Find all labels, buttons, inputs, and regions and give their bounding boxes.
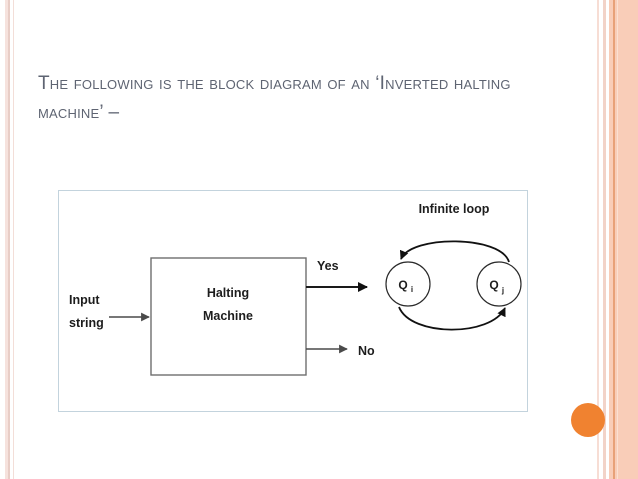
right-edge-stripe-thin-1 <box>597 0 599 479</box>
loop-arrow-bottom <box>398 306 506 331</box>
right-edge-line-light <box>617 0 618 479</box>
loop-arrow-top <box>399 240 510 263</box>
state-qj-label: Q <box>489 278 498 292</box>
block-diagram: Halting Machine Input string Yes No Q i … <box>69 202 522 376</box>
state-qi-label: Q <box>398 278 407 292</box>
halting-machine-box <box>150 257 307 376</box>
block-diagram-container: Halting Machine Input string Yes No Q i … <box>58 190 528 412</box>
slide-title: The following is the block diagram of an… <box>38 73 511 123</box>
right-edge-line-dark <box>613 0 615 479</box>
left-edge-stripe-outer <box>5 0 8 479</box>
state-circle-qi <box>385 261 431 307</box>
state-circle-qj <box>476 261 522 307</box>
right-edge-stripe-thin-2 <box>603 0 606 479</box>
input-string-label-line2: string <box>69 316 104 330</box>
left-edge-stripe-inner <box>8 0 10 479</box>
state-qi-subscript: i <box>411 285 413 294</box>
left-edge-stripe-thin <box>13 0 14 479</box>
halting-machine-label-line1: Halting <box>207 286 249 300</box>
no-label: No <box>358 344 375 358</box>
yes-label: Yes <box>317 259 339 273</box>
infinite-loop-label: Infinite loop <box>419 202 490 216</box>
halting-machine-label-line2: Machine <box>203 309 253 323</box>
state-qj-subscript: j <box>501 286 504 295</box>
input-string-label-line1: Input <box>69 293 100 307</box>
orange-accent-circle <box>571 403 605 437</box>
